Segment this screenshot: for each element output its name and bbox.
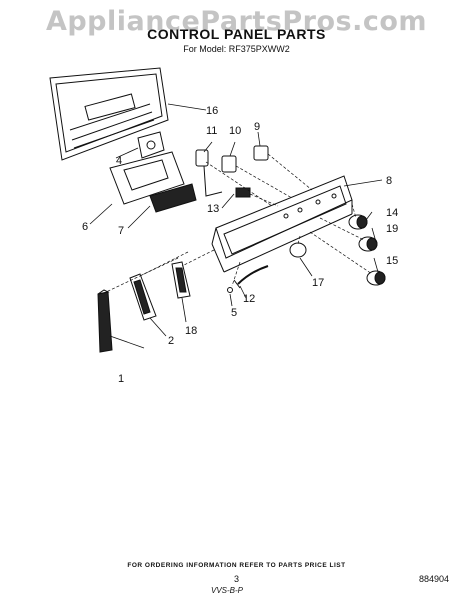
part-9-switch (253, 145, 269, 161)
leader-lines (89, 103, 383, 349)
part-7-lens (149, 183, 197, 213)
part-19-knob (358, 236, 378, 252)
part-10-switch (221, 155, 237, 173)
part-6-timer-housing (109, 151, 185, 205)
ordering-footer: FOR ORDERING INFORMATION REFER TO PARTS … (127, 562, 346, 569)
document-code: 884904 (418, 574, 449, 584)
callout-12: 12 (243, 293, 255, 305)
callout-6: 6 (82, 221, 88, 233)
callout-1: 1 (118, 373, 124, 385)
part-1-end-cap (97, 289, 113, 353)
callout-13: 13 (207, 203, 219, 215)
callout-17: 17 (312, 277, 324, 289)
part-11-switch (195, 149, 223, 197)
callout-19: 19 (386, 223, 398, 235)
part-2-bracket (129, 273, 157, 321)
callout-4: 4 (116, 155, 122, 167)
callout-16: 16 (206, 105, 218, 117)
dashed-guides (105, 153, 373, 293)
model-subtitle: For Model: RF375PXWW2 (183, 44, 290, 54)
callout-18: 18 (185, 325, 197, 337)
callout-2: 2 (168, 335, 174, 347)
part-17-knob (289, 242, 307, 258)
part-5-screw (227, 287, 233, 293)
watermark: AppliancePartsPros.com (45, 6, 428, 37)
page-number: 3 (233, 574, 239, 584)
callout-labels: 1 2 4 5 6 7 8 9 10 11 12 13 14 15 16 17 … (82, 105, 398, 385)
callout-9: 9 (254, 121, 260, 133)
part-13-indicator-light (235, 187, 251, 198)
part-12-wire (233, 265, 269, 289)
callout-10: 10 (229, 125, 241, 137)
part-8-control-panel (211, 175, 353, 273)
part-14-knob (348, 214, 368, 230)
callout-8: 8 (386, 175, 392, 187)
part-15-knob (366, 270, 386, 286)
page-title: CONTROL PANEL PARTS (147, 26, 326, 42)
handwritten-mark: VVS-B-P (211, 586, 244, 595)
part-18-bracket (171, 261, 191, 299)
callout-7: 7 (118, 225, 124, 237)
part-4-clock-timer (137, 131, 165, 159)
callout-11: 11 (206, 125, 217, 137)
part-16-backguard-panel (49, 67, 169, 161)
callout-5: 5 (231, 307, 237, 319)
callout-15: 15 (386, 255, 398, 267)
callout-14: 14 (386, 207, 398, 219)
